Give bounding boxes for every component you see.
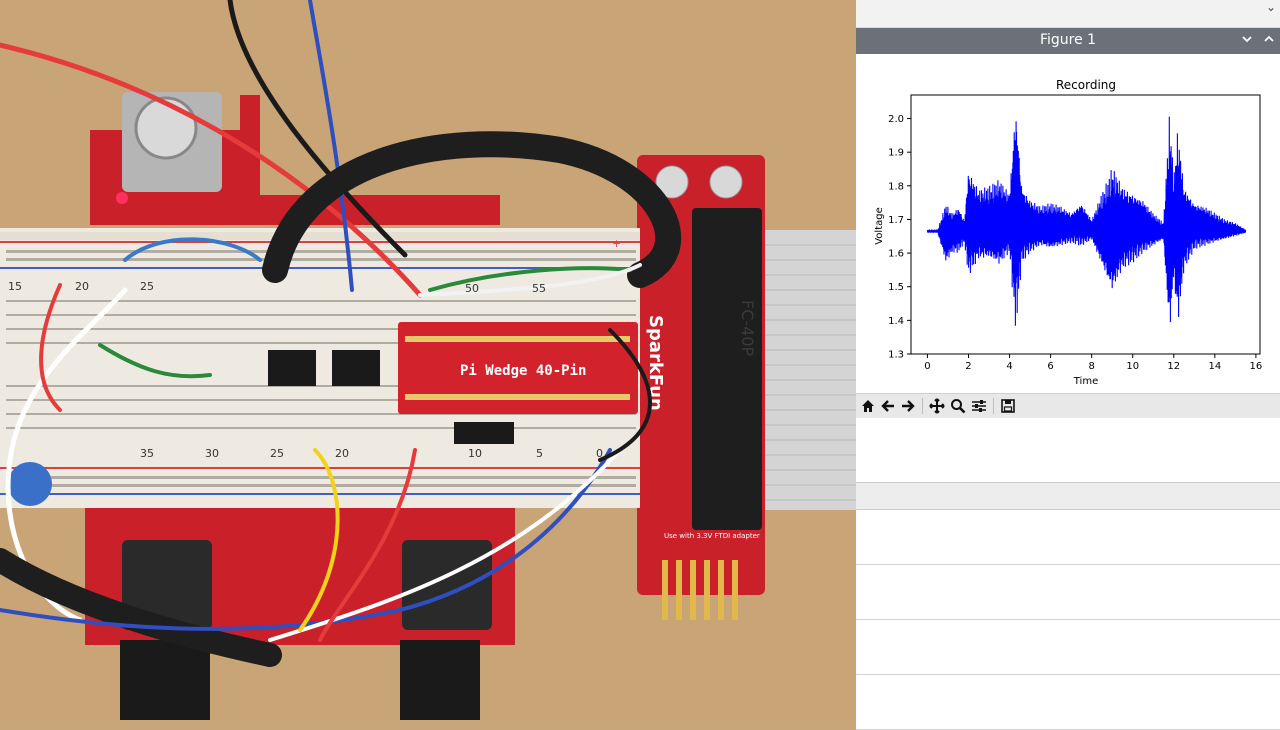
axes-frame (910, 94, 1261, 355)
y-tick-label: 1.7 (888, 215, 904, 226)
toolbar-separator (993, 398, 994, 414)
x-tick-label: 6 (1047, 361, 1053, 372)
data-series-line (926, 116, 1247, 326)
maximize-button[interactable] (1258, 30, 1280, 52)
row-number: 55 (532, 282, 546, 295)
back-arrow-icon (881, 400, 894, 412)
x-tick-label: 4 (1006, 361, 1012, 372)
x-tick-label: 8 (1088, 361, 1094, 372)
home-button[interactable] (858, 396, 878, 416)
brand-label: SparkFun (645, 315, 666, 411)
background-window-header (856, 483, 1280, 510)
y-tick-label: 1.3 (888, 350, 904, 361)
y-axis-label: Voltage (874, 207, 885, 245)
row-number: 25 (270, 447, 284, 460)
x-tick-label: 12 (1167, 361, 1180, 372)
window-titlebar[interactable]: Figure 1 (856, 28, 1280, 54)
back-button[interactable] (878, 396, 898, 416)
window-title: Figure 1 (1039, 32, 1097, 48)
list-item (856, 620, 1280, 675)
x-tick-label: 2 (965, 361, 971, 372)
chevron-down-icon[interactable]: ⌄ (1265, 0, 1276, 14)
x-tick-label: 16 (1250, 361, 1263, 372)
pan-icon (929, 398, 945, 414)
chart-title: Recording (1056, 78, 1116, 92)
row-number: 25 (140, 280, 154, 293)
y-tick-label: 1.6 (888, 249, 904, 260)
row-number: 0 (596, 447, 603, 460)
y-tick-label: 1.4 (888, 316, 904, 327)
row-number: 15 (8, 280, 22, 293)
message-area (856, 418, 1280, 482)
row-number: 5 (536, 447, 543, 460)
breadboard-photo: Pi Wedge 40-Pin FC-40P SparkFun (0, 0, 856, 720)
save-button[interactable] (998, 396, 1018, 416)
list-item (856, 675, 1280, 730)
breadboard-illustration: Pi Wedge 40-Pin FC-40P SparkFun (0, 0, 856, 720)
connector-label: FC-40P (738, 300, 757, 357)
x-tick-label: 14 (1208, 361, 1221, 372)
row-number: 20 (75, 280, 89, 293)
home-icon (862, 400, 874, 412)
row-number: 20 (335, 447, 349, 460)
recording-chart: Recording Time Voltage 0 2 4 6 8 10 12 14 16 1.3 1… (874, 78, 1263, 387)
row-number: 10 (468, 447, 482, 460)
chevron-up-icon (1264, 35, 1274, 42)
chevron-down-icon (1242, 36, 1252, 43)
y-tick-label: 2.0 (888, 114, 904, 125)
y-tick-label: 1.8 (888, 181, 904, 192)
row-number: 50 (465, 282, 479, 295)
zoom-button[interactable] (948, 396, 968, 416)
zoom-icon (951, 399, 966, 414)
configure-subplots-button[interactable] (969, 396, 989, 416)
save-icon (1001, 399, 1015, 413)
x-tick-label: 10 (1126, 361, 1139, 372)
navigation-toolbar (856, 393, 1280, 419)
x-tick-label: 0 (924, 361, 930, 372)
rail-plus-label: + (612, 237, 621, 250)
pi-wedge-label: Pi Wedge 40-Pin (460, 363, 586, 379)
configure-subplots-icon (972, 400, 986, 412)
forward-button[interactable] (898, 396, 918, 416)
top-strip: ⌄ (856, 0, 1280, 28)
background-window (856, 482, 1280, 730)
figure-window: ⌄ Figure 1 Recording Time Voltage 0 2 4 6 8 1… (856, 0, 1280, 730)
list-item (856, 565, 1280, 620)
minimize-button[interactable] (1236, 30, 1258, 52)
figure-canvas[interactable]: Recording Time Voltage 0 2 4 6 8 10 12 14 16 1.3 1… (856, 54, 1280, 392)
adapter-note: Use with 3.3V FTDI adapter (664, 532, 760, 540)
pan-button[interactable] (927, 396, 947, 416)
row-number: 30 (205, 447, 219, 460)
y-tick-label: 1.5 (888, 282, 904, 293)
forward-arrow-icon (902, 400, 915, 412)
row-number: 35 (140, 447, 154, 460)
list-item (856, 510, 1280, 565)
y-tick-label: 1.9 (888, 148, 904, 159)
toolbar-separator (922, 398, 923, 414)
x-axis-label: Time (1073, 376, 1098, 387)
